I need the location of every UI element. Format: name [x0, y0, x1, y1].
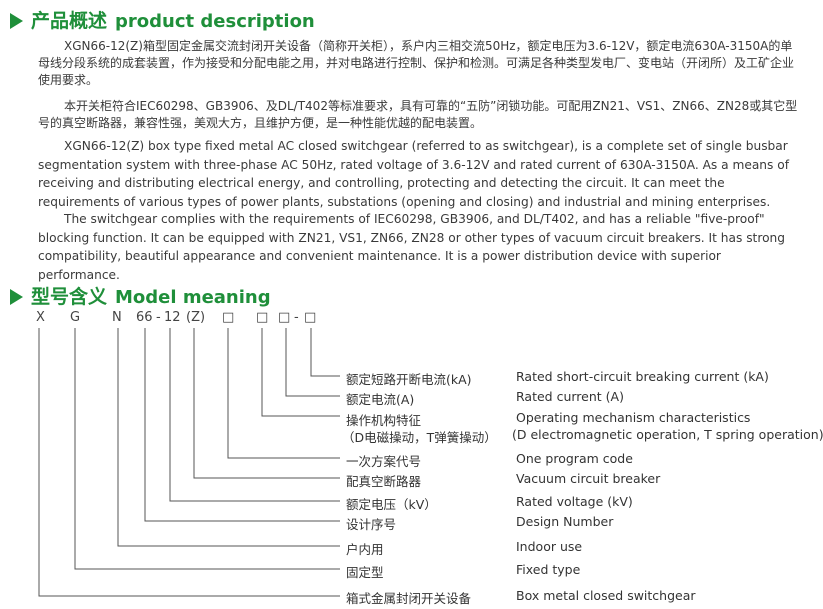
item-zh: 配真空断路器 [346, 474, 422, 489]
item-en: One program code [516, 451, 633, 466]
paragraph-zh-2: 本开关柜符合IEC60298、GB3906、及DL/T402等标准要求，具有可靠… [38, 99, 798, 130]
code-char: □ [304, 310, 317, 325]
item-en: Rated voltage (kV) [516, 494, 633, 509]
connector-line [169, 328, 340, 502]
section-title-zh: 产品概述 [31, 10, 108, 32]
item-en: Vacuum circuit breaker [516, 471, 661, 486]
section-header-description: 产品概述 product description [10, 6, 315, 33]
item-zh: 箱式金属封闭开关设备 [346, 591, 472, 606]
item-en-note: (D electromagnetic operation, T spring o… [512, 427, 823, 442]
triangle-bullet-icon [10, 289, 23, 305]
item-zh: 操作机构特征 [346, 413, 422, 428]
connector-line [117, 328, 340, 547]
section-title-en: product description [115, 11, 315, 32]
connector-line [261, 328, 340, 417]
item-zh: 设计序号 [346, 517, 397, 532]
connector-line [193, 328, 340, 479]
item-en: Operating mechanism characteristics [516, 410, 751, 425]
paragraph-en-1: XGN66-12(Z) box type fixed metal AC clos… [38, 139, 790, 209]
code-char: - [294, 310, 299, 325]
connector-line [74, 328, 340, 570]
code-char: 66 [136, 310, 153, 325]
item-zh: 额定电流(A) [346, 392, 415, 407]
connector-line [144, 328, 340, 522]
code-char: 12 [164, 310, 181, 325]
model-code: X G N 66 - 12 (Z) □ □ □ - □ [36, 310, 336, 330]
item-zh: 固定型 [346, 565, 384, 580]
connector-line [38, 328, 340, 597]
code-char: □ [222, 310, 235, 325]
item-zh: 额定电压（kV） [346, 497, 437, 512]
item-en: Box metal closed switchgear [516, 588, 696, 603]
code-char: □ [278, 310, 291, 325]
code-char: - [156, 310, 161, 325]
item-zh: 额定短路开断电流(kA) [346, 372, 472, 387]
connector-line [227, 328, 340, 459]
item-en: Indoor use [516, 539, 583, 554]
triangle-bullet-icon [10, 13, 23, 29]
item-en: Design Number [516, 514, 614, 529]
section-title-en: Model meaning [115, 287, 271, 308]
section-header-model: 型号含义 Model meaning [10, 282, 271, 309]
item-zh: 户内用 [346, 542, 384, 557]
connector-line [310, 328, 340, 377]
code-char: X [36, 310, 45, 325]
item-en: Rated short-circuit breaking current (kA… [516, 369, 769, 384]
connector-line [285, 328, 340, 397]
code-char: N [112, 310, 122, 325]
paragraph-en-2: The switchgear complies with the require… [38, 212, 785, 282]
item-en: Fixed type [516, 562, 581, 577]
item-zh: 一次方案代号 [346, 454, 422, 469]
section-title-zh: 型号含义 [31, 286, 108, 308]
item-en: Rated current (A) [516, 389, 624, 404]
code-char: G [70, 310, 81, 325]
paragraph-zh-1: XGN66-12(Z)箱型固定金属交流封闭开关设备（简称开关柜），系户内三相交流… [38, 39, 795, 87]
model-connector-lines [38, 328, 340, 597]
code-char: □ [256, 310, 269, 325]
item-zh-note: （D电磁操动，T弹簧操动） [342, 430, 497, 445]
code-char: (Z) [186, 310, 206, 325]
